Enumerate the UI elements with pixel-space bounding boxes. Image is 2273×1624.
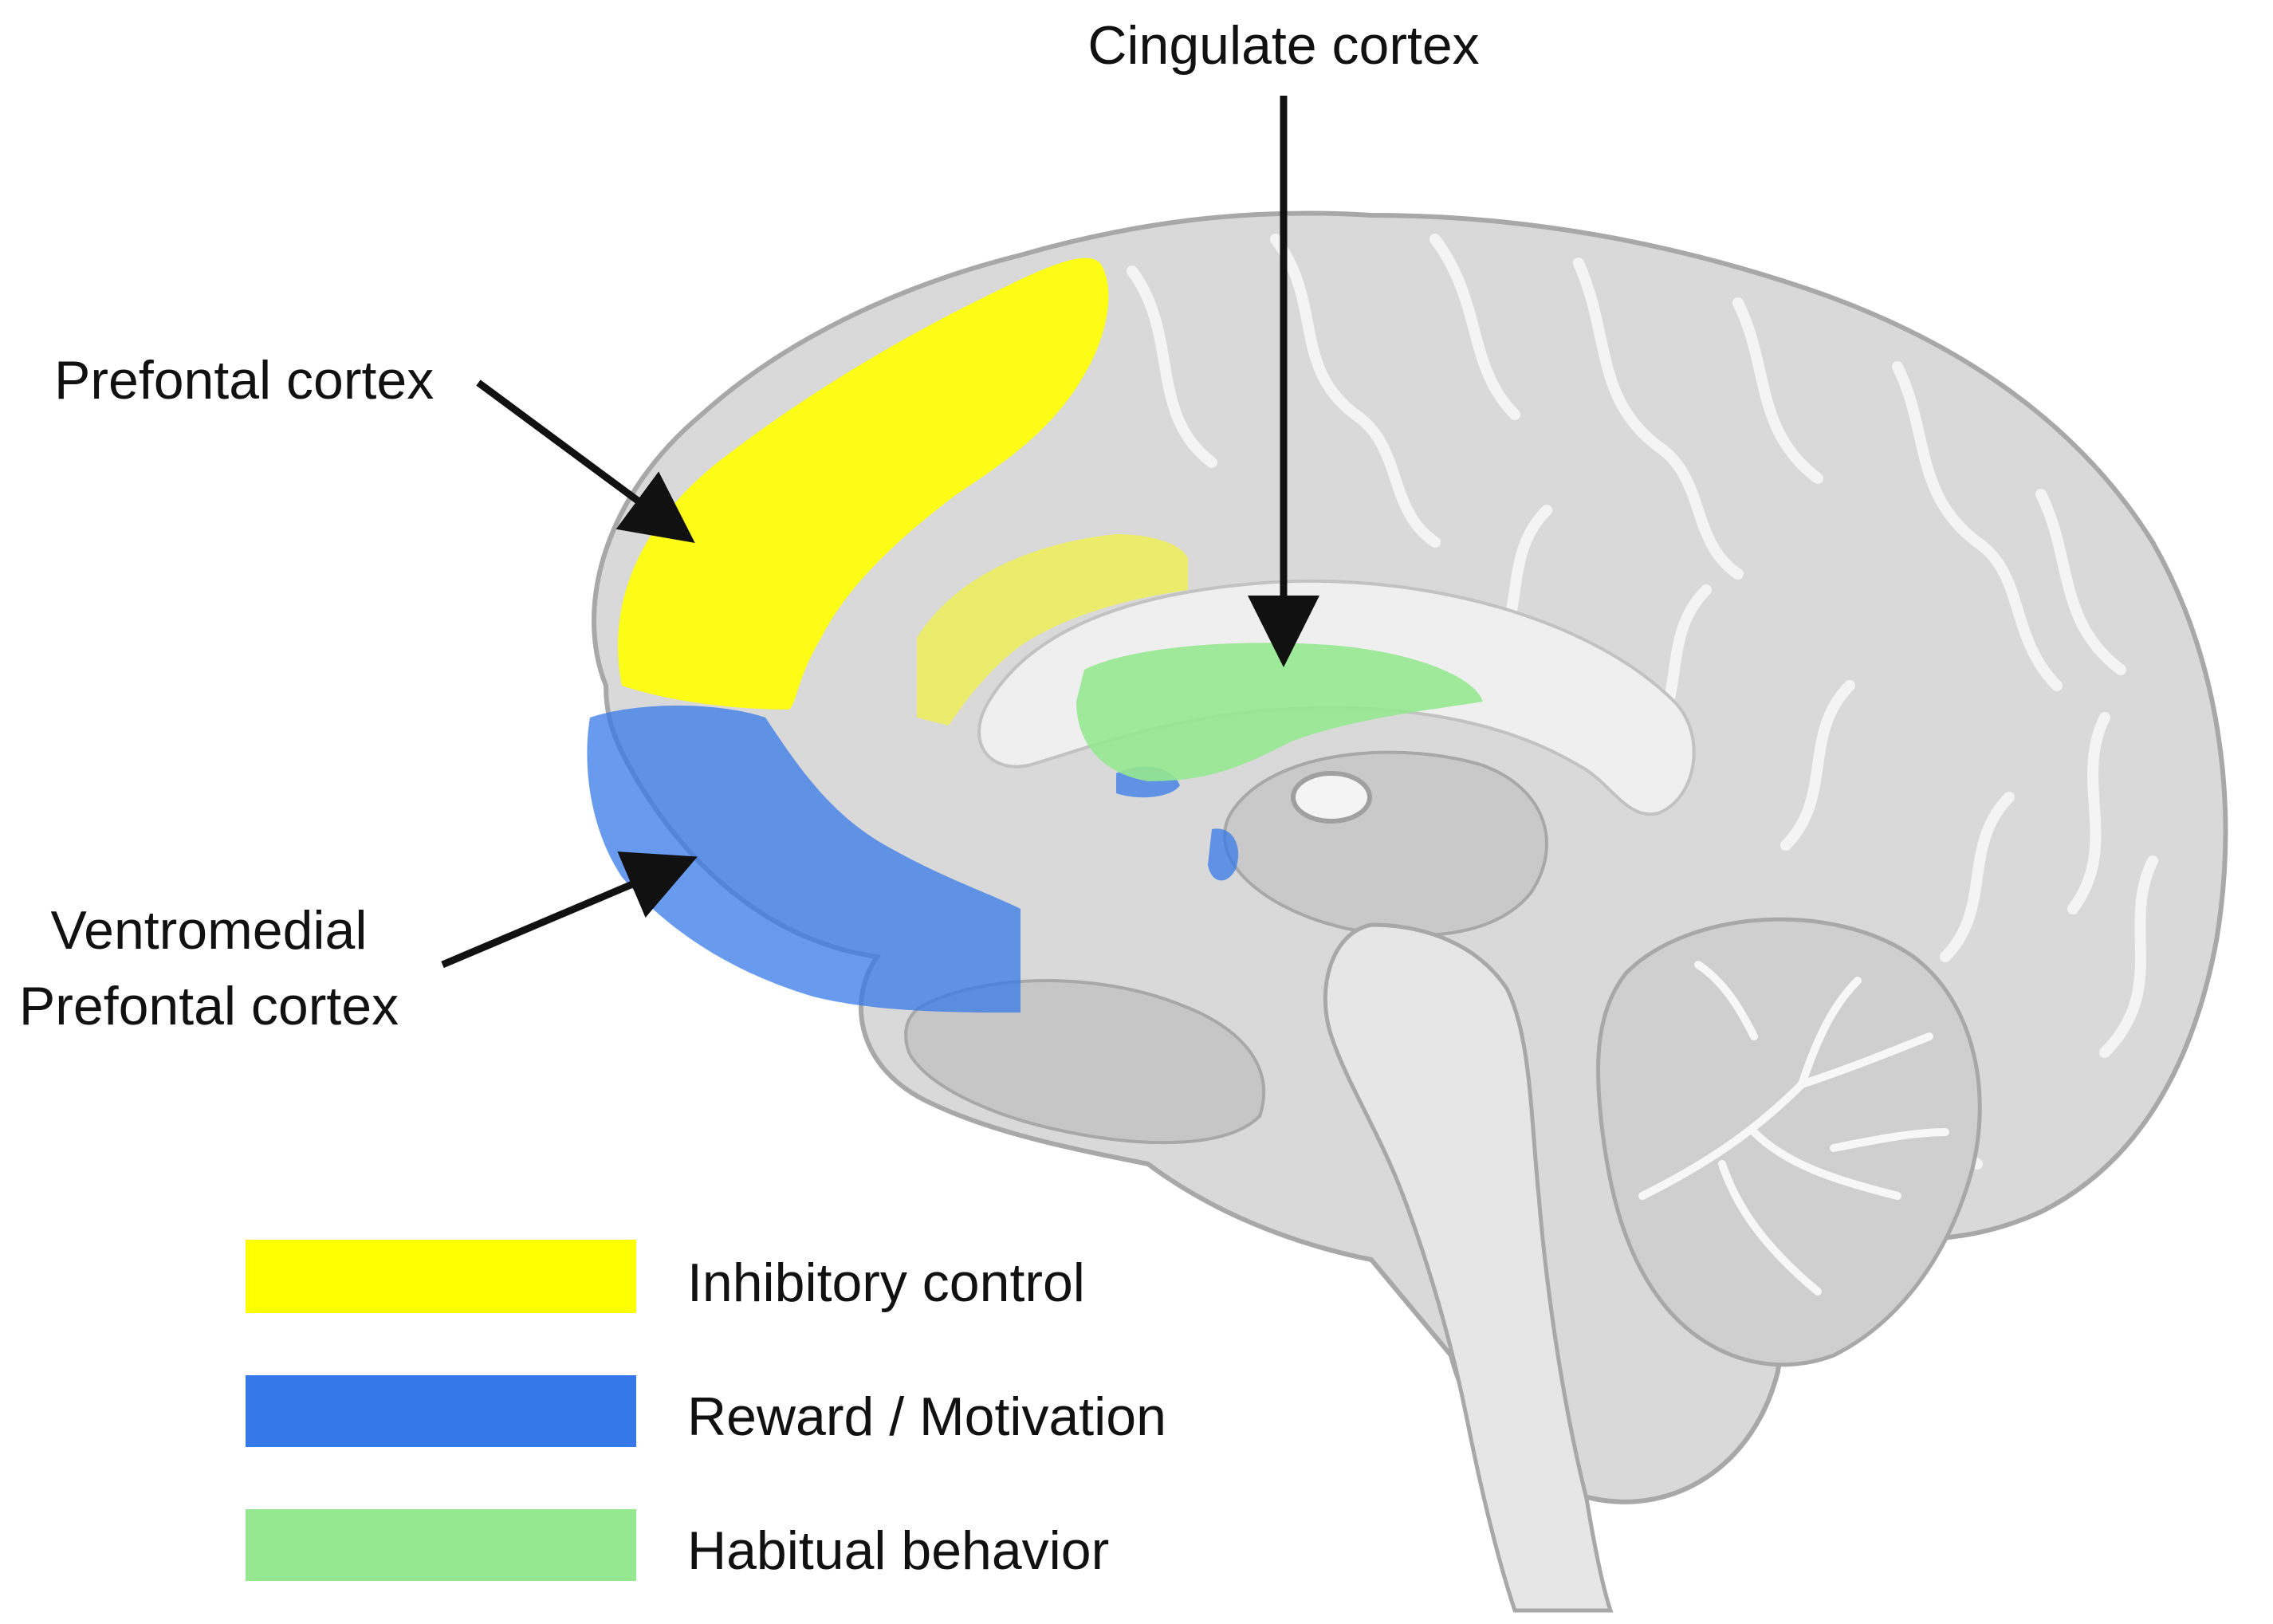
prefrontal-arrow	[476, 379, 695, 544]
legend-swatch-reward	[246, 1375, 636, 1447]
ventromedial-label-line2: Prefontal cortex	[19, 976, 399, 1036]
temporal-lobe	[904, 979, 1265, 1145]
interthalamic-adhesion	[1291, 771, 1372, 824]
cerebellum	[1595, 917, 1982, 1367]
label-prefrontal: Prefontal cortex	[54, 350, 695, 544]
brainstem	[1323, 922, 1614, 1613]
prefrontal-label: Prefontal cortex	[54, 350, 434, 411]
cingulate-region-inhibitory	[917, 534, 1188, 725]
prefrontal-region-inhibitory	[618, 258, 1109, 710]
legend-label-inhibitory: Inhibitory control	[687, 1252, 1085, 1313]
arbor-vitae	[1638, 961, 1949, 1296]
ventromedial-label-line1: Ventromedial	[51, 900, 368, 961]
ventromedial-region-reward	[587, 706, 1020, 1013]
legend-label-habitual: Habitual behavior	[687, 1520, 1109, 1581]
label-cingulate: Cingulate cortex	[1087, 15, 1480, 667]
cingulate-label: Cingulate cortex	[1087, 15, 1479, 76]
legend: Inhibitory control Reward / Motivation H…	[246, 1240, 1166, 1581]
label-ventromedial: Ventromedial Prefontal cortex	[19, 851, 698, 1036]
reward-region-small-2	[1208, 828, 1239, 881]
ventromedial-arrow	[441, 851, 698, 969]
legend-swatch-habitual	[246, 1509, 636, 1581]
legend-label-reward: Reward / Motivation	[687, 1386, 1166, 1447]
habitual-region	[1076, 643, 1483, 781]
legend-swatch-inhibitory	[246, 1240, 636, 1313]
